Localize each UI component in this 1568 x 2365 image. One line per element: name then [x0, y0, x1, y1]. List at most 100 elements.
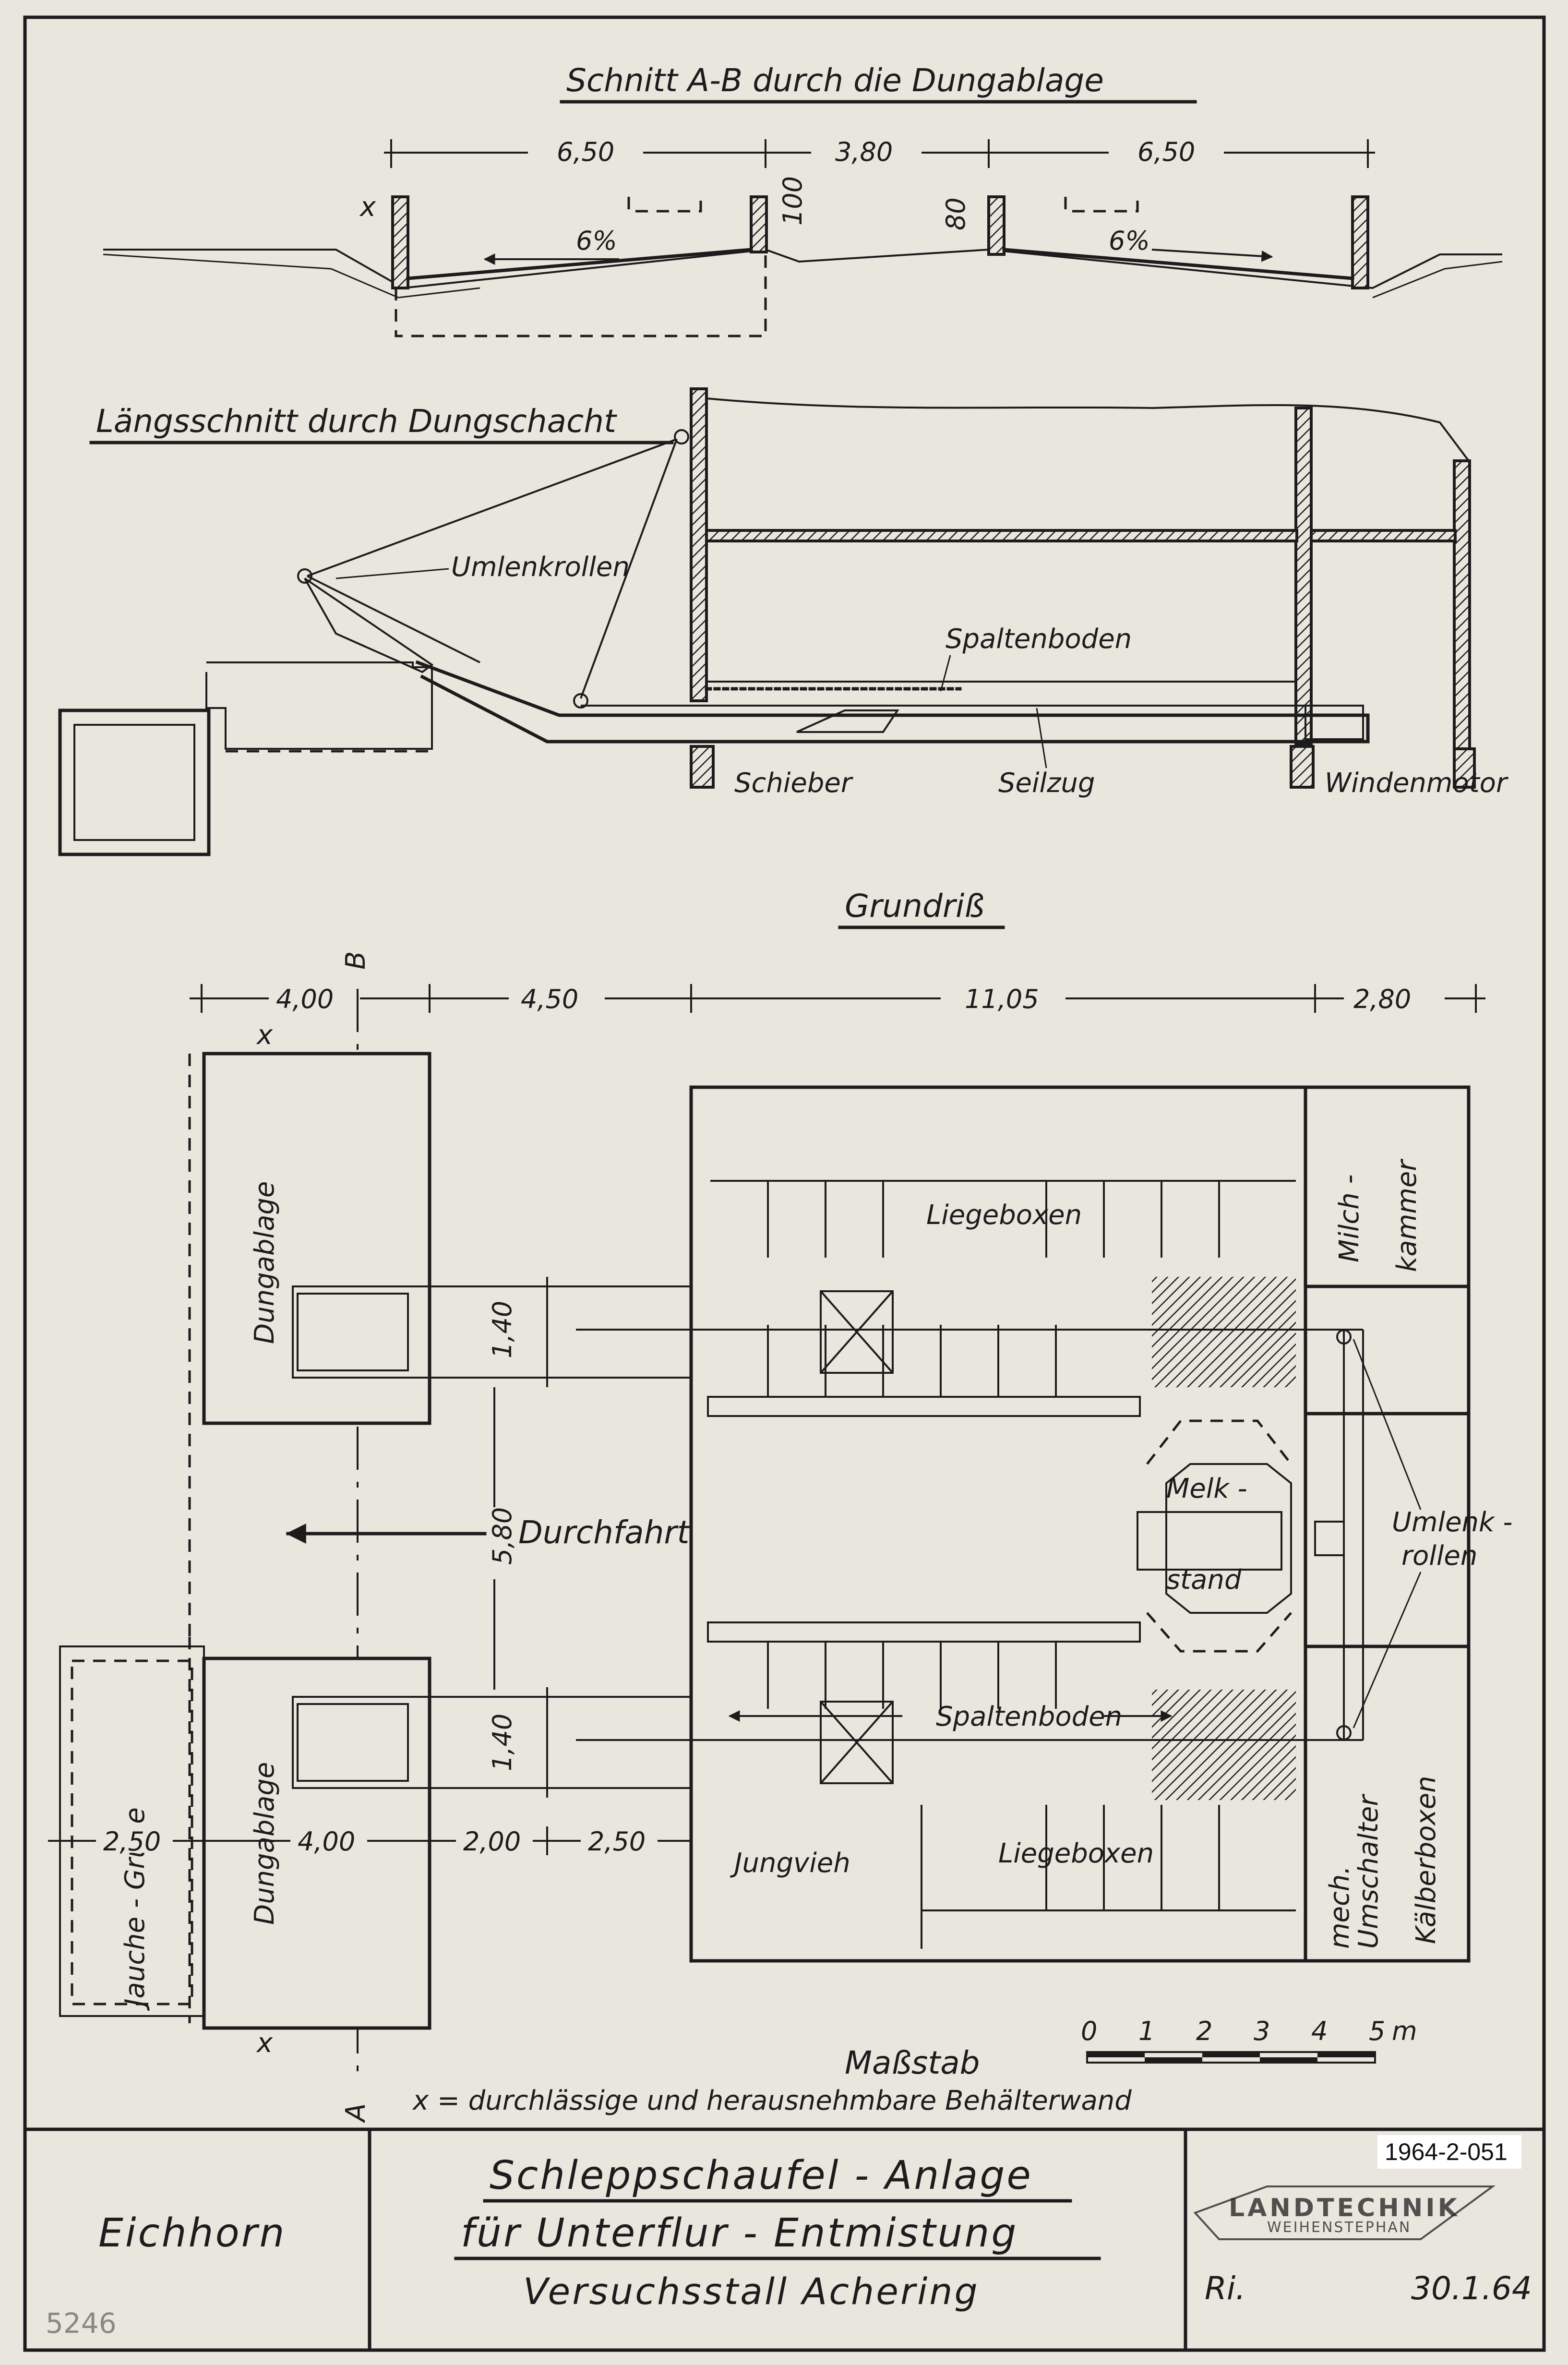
label-spaltenboden-section: Spaltenboden: [946, 624, 1132, 655]
label-durchfahrt: Durchfahrt: [518, 1514, 691, 1551]
label-umlenkrollen-1: Umlenk -: [1392, 1507, 1512, 1538]
barn-wall-mid: [1294, 407, 1313, 745]
channel-foundation-right: [1453, 747, 1476, 789]
dim-gap: [96, 1824, 173, 1853]
pulley-upper: [297, 568, 312, 584]
plan-bottom-dim-2-00: 2,00: [463, 1826, 521, 1857]
pulley-arm: [307, 438, 677, 577]
dung-channel: [415, 660, 1370, 744]
cubicles-top: [707, 1180, 1296, 1417]
dim-gap: [581, 1824, 658, 1853]
scale-seg: [1087, 2052, 1145, 2057]
dim-gap: [1109, 137, 1224, 166]
initials: Ri.: [1205, 2270, 1245, 2307]
title-line-2: für Unterflur - Entmistung: [461, 2210, 1018, 2256]
left-pit-wall-right: [750, 195, 768, 253]
pit-box: [58, 708, 211, 856]
label-liegeboxen-bottom: Liegeboxen: [998, 1838, 1154, 1869]
height-100: 100: [778, 176, 808, 226]
barn-wall-right: [1453, 459, 1471, 760]
section-ab-x-mark: x: [359, 192, 376, 223]
label-umlenkrollen-section: Umlenkrollen: [451, 552, 630, 583]
left-pit-wall-left: [391, 195, 409, 289]
crossing-bottom: [820, 1701, 894, 1784]
title-line-3: Versuchsstall Achering: [523, 2270, 980, 2313]
slope-left: 6%: [576, 226, 617, 256]
archive-id-box: [1377, 2135, 1521, 2169]
label-windenmotor: Windenmotor: [1325, 768, 1508, 799]
scale-bar: Maßstab 0 1 2 3 4 5 m x = durchlässige u…: [412, 2016, 1417, 2116]
stamp-text: LANDTECHNIK: [1229, 2194, 1460, 2222]
scale-tick-1: 1: [1138, 2016, 1155, 2046]
right-pit-dashed-detail: [1064, 197, 1139, 213]
pulley-top: [674, 429, 689, 444]
label-umschalter-1: mech.: [1324, 1866, 1355, 1949]
plan-x-mark-top: x: [256, 1020, 273, 1051]
plan-dim-4-00: 4,00: [276, 984, 334, 1014]
scale-tick-3: 3: [1254, 2016, 1270, 2046]
leader-seilzug: [1036, 708, 1047, 768]
title-block: Eichhorn Schleppschaufel - Anlage für Un…: [46, 2135, 1532, 2340]
plan-bottom-dim-2-50-left: 2,50: [103, 1826, 161, 1857]
scale-unit: m: [1392, 2016, 1417, 2046]
label-milchkammer-1: Milch -: [1334, 1174, 1365, 1262]
right-pit-floor: [1002, 248, 1354, 280]
title-left-eichhorn: Eichhorn: [98, 2210, 286, 2256]
label-melkstand-2: stand: [1166, 1564, 1242, 1596]
leader-spaltenboden: [940, 655, 951, 692]
winch-motor: [1305, 705, 1364, 740]
dung-store-outline: [205, 661, 433, 750]
scale-tick-0: 0: [1081, 2016, 1097, 2046]
dim-channel-top: 1,40: [487, 1301, 517, 1358]
cubicles-bottom: [707, 1621, 1296, 1949]
melkstand-outline-bottom: [1146, 1612, 1292, 1653]
scale-seg: [1202, 2052, 1260, 2057]
plan-x-mark-bottom: x: [256, 2028, 273, 2059]
dim-gap: [456, 1824, 533, 1853]
leader-umlenkrollen: [335, 568, 449, 579]
section-ab: Schnitt A-B durch die Dungablage 6,50 3,…: [103, 62, 1503, 337]
leader-umlenkrollen-top: [1353, 1339, 1422, 1510]
drawing-frame: [23, 15, 1546, 2352]
scale-tick-2: 2: [1196, 2016, 1212, 2046]
archive-id: 1964-2-051: [1385, 2138, 1508, 2165]
scale-label: Maßstab: [845, 2044, 980, 2081]
crossing-top-x: [820, 1290, 894, 1374]
section-ab-ground: [103, 248, 1502, 289]
section-ab-dim-right: 6,50: [1137, 137, 1195, 167]
plan-dim-2-80: 2,80: [1353, 984, 1411, 1014]
slatted-region-top: [1152, 1277, 1296, 1387]
leader-umlenkrollen-bottom: [1353, 1572, 1422, 1729]
melkstand-outline-top: [1146, 1419, 1292, 1465]
left-pit-dashed-foundation: [395, 252, 767, 337]
longitudinal-section: Längsschnitt durch Dungschacht: [58, 387, 1508, 856]
label-jungvieh: Jungvieh: [730, 1848, 850, 1879]
left-pit-dashed-detail: [627, 197, 702, 213]
pulley-plan-top: [1336, 1329, 1352, 1345]
pit-box-inner: [73, 724, 195, 841]
label-seilzug: Seilzug: [998, 768, 1095, 799]
scale-seg: [1260, 2057, 1317, 2063]
pulley-plan-bottom: [1336, 1725, 1352, 1741]
dim-gap: [811, 137, 922, 166]
dim-gap: [1344, 982, 1445, 1010]
cable-to-pulley: [580, 439, 678, 699]
channel-bottom-scoop: [297, 1703, 409, 1782]
dim-channel-bottom: 1,40: [487, 1714, 517, 1771]
label-spaltenboden-plan: Spaltenboden: [936, 1701, 1122, 1732]
longitudinal-title: Längsschnitt durch Dungschacht: [96, 403, 617, 440]
dim-gap: [269, 982, 360, 1010]
label-melkstand-1: Melk -: [1166, 1473, 1247, 1504]
slatted-region-bottom: [1152, 1690, 1296, 1800]
section-ab-title: Schnitt A-B durch die Dungablage: [566, 62, 1104, 99]
barn-beam: [705, 529, 1298, 542]
label-dungablage-bottom: Dungablage: [249, 1762, 280, 1925]
winch-plan: [1314, 1521, 1345, 1556]
pulley-lower: [573, 693, 588, 708]
scale-tick-4: 4: [1311, 2016, 1328, 2046]
barn-wall-left: [690, 387, 708, 702]
channel-top-scoop: [297, 1293, 409, 1371]
cable-to-ramp: [307, 575, 480, 663]
barn-roof-break: [706, 397, 1470, 462]
dim-gap: [528, 137, 643, 166]
